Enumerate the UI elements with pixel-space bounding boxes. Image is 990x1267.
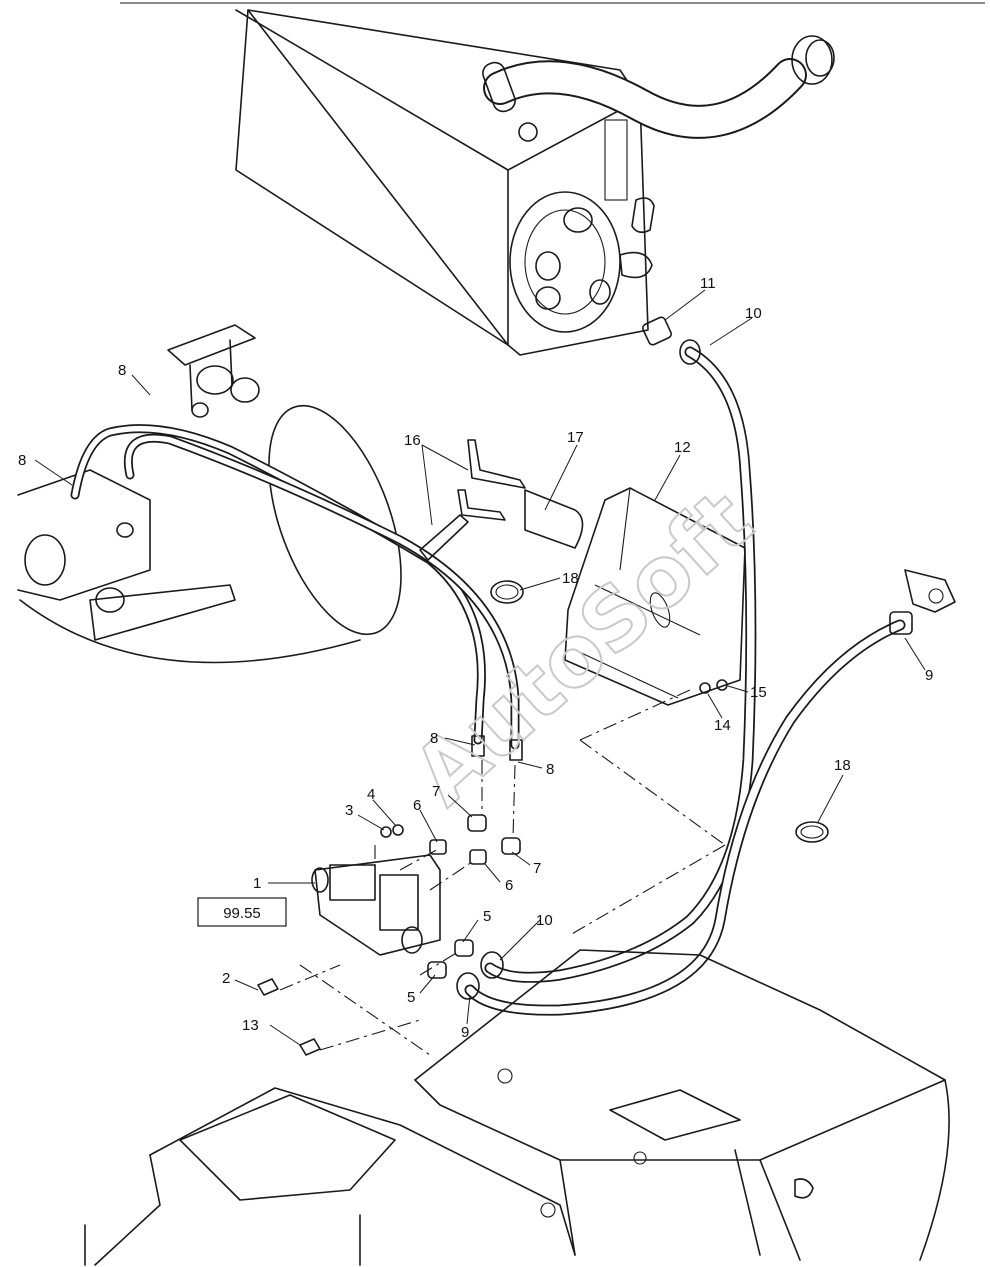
fitting-6a	[429, 839, 447, 855]
callout-2: 2	[222, 970, 230, 987]
clip-16	[419, 439, 526, 561]
nut-4	[392, 824, 404, 836]
assembly-lines	[279, 689, 726, 1056]
callout-labels: 1 2 3 4 5 5 6 6 7 7 8 8 8 8 9 9 10 10 11…	[18, 275, 933, 1041]
nut-15	[716, 679, 728, 691]
fitting-5a	[454, 939, 474, 957]
callout-16: 16	[404, 432, 421, 449]
filler-cap	[791, 35, 833, 85]
callout-5a: 5	[483, 908, 491, 925]
callout-12: 12	[674, 439, 691, 456]
callout-17: 17	[567, 429, 584, 446]
callout-18a: 18	[562, 570, 579, 587]
callout-7b: 7	[533, 860, 541, 877]
clamp-18-upper	[490, 580, 524, 604]
callout-9b: 9	[461, 1024, 469, 1041]
callout-4: 4	[367, 786, 375, 803]
breather-cap	[518, 122, 538, 142]
leader-lines	[34, 289, 926, 1046]
callout-11: 11	[700, 275, 716, 292]
callout-13: 13	[242, 1017, 259, 1034]
hose-8-pair	[70, 424, 523, 761]
callout-10a: 10	[536, 912, 553, 929]
valve-block-1	[311, 854, 441, 956]
mounting-bracket-12	[564, 487, 746, 706]
callout-10b: 10	[745, 305, 762, 322]
hydraulic-tank	[235, 9, 655, 356]
fitting-6b	[469, 849, 487, 865]
reference-box: 99.55	[197, 897, 287, 927]
reference-box-label: 99.55	[223, 905, 261, 922]
filter-flange	[509, 191, 621, 333]
bolt-13	[299, 1038, 321, 1056]
callout-8c: 8	[430, 730, 438, 747]
washer-14	[699, 682, 711, 694]
callout-3: 3	[345, 802, 353, 819]
callout-8a: 8	[118, 362, 126, 379]
sight-gauge	[604, 119, 628, 201]
fitting-11	[641, 316, 673, 346]
callout-7a: 7	[432, 783, 440, 800]
hose-9	[456, 569, 956, 1016]
callout-18b: 18	[834, 757, 851, 774]
elbow-7a	[467, 814, 487, 832]
callout-15: 15	[750, 684, 767, 701]
callout-6a: 6	[413, 797, 421, 814]
hose-10	[480, 339, 757, 983]
washer-3	[380, 826, 392, 838]
callout-9a: 9	[925, 667, 933, 684]
callout-8d: 8	[546, 761, 554, 778]
fittings-small	[257, 814, 521, 1056]
filler-neck	[482, 35, 835, 139]
callout-14: 14	[714, 717, 731, 734]
callout-1: 1	[253, 875, 261, 892]
callout-6b: 6	[505, 877, 513, 894]
clamp-18-lower	[795, 821, 829, 843]
machine-frame	[84, 949, 950, 1266]
elbow-7b	[501, 837, 521, 855]
roller-bracket-assembly	[17, 324, 402, 664]
callout-5b: 5	[407, 989, 415, 1006]
bolt-2	[257, 978, 279, 996]
callout-8b: 8	[18, 452, 26, 469]
clip-17	[524, 489, 584, 549]
